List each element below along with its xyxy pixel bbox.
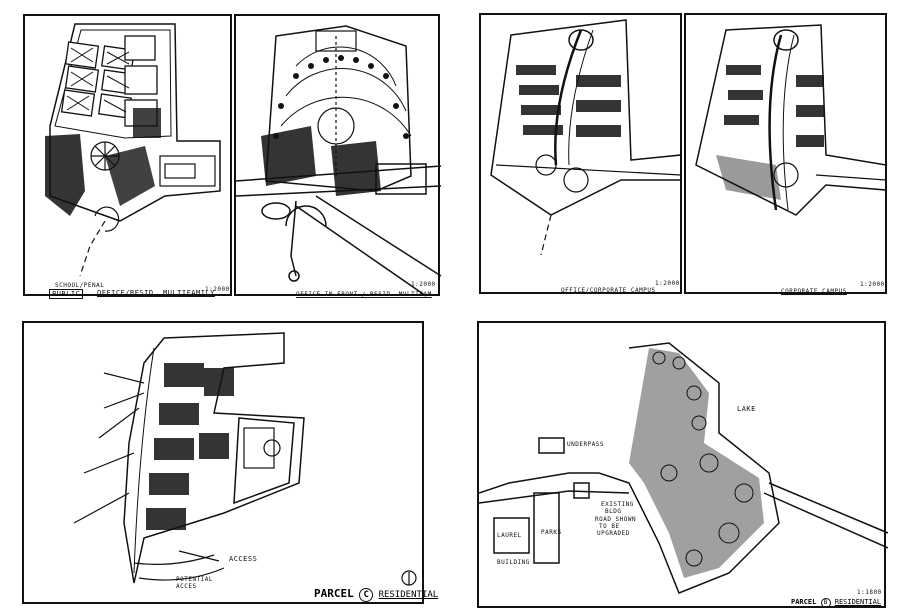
parcel-b-existing-bldg-2: BLDG [605, 508, 622, 515]
school-title-line2: PUBLIC [49, 289, 84, 299]
sheet-parcel-b: LAKE UNDERPASS LAUREL BUILDING PARKS EXI… [477, 321, 888, 608]
site-plan-sketch-parcel-b [479, 342, 888, 594]
school-title-line3: OFFICE/RESID. MULTIFAMILY [97, 289, 215, 297]
parcel-b-road-note-3: UPGRADED [597, 530, 630, 537]
sheet-school: SCHOOL/PENAL PUBLIC OFFICE/RESID. MULTIF… [23, 14, 232, 299]
parcel-c-title-block: PARCEL C RESIDENTIAL [314, 587, 438, 602]
school-title-line1: SCHOOL/PENAL [55, 282, 105, 289]
parcel-b-title-suffix: RESIDENTIAL [834, 598, 882, 606]
parcel-b-lake: LAKE [737, 405, 756, 413]
parcel-b-laurel: LAUREL [497, 532, 522, 539]
corporate-title: CORPORATE CAMPUS [781, 288, 847, 295]
sheet-corporate: CORPORATE CAMPUS 1:2000 [684, 13, 887, 295]
office-resid-title: OFFICE IN FRONT / RESID. MULTIFAM [296, 291, 432, 298]
parcel-b-road-note-1: ROAD SHOWN [595, 516, 637, 523]
site-plan-sketch-school [45, 23, 221, 277]
parcel-b-title-block: PARCEL B RESIDENTIAL [791, 598, 881, 608]
site-plan-sketch-office-corporate [490, 19, 682, 256]
parcel-c-title-letter: C [359, 588, 374, 602]
parcel-c-potential-access-2: ACCES [176, 583, 197, 590]
parcel-c-potential-access-1: POTENTIAL [176, 576, 214, 583]
parcel-b-underpass: UNDERPASS [567, 441, 605, 448]
parcel-b-building: BUILDING [497, 559, 530, 566]
corporate-scale: 1:2000 [860, 281, 885, 288]
sheet-parcel-c: ACCESS POTENTIAL ACCES PARCEL C RESIDENT… [22, 321, 438, 604]
site-plan-sketch-parcel-c [73, 332, 417, 586]
office-corporate-title: OFFICE/CORPORATE CAMPUS [561, 287, 656, 294]
parcel-b-title: PARCEL [791, 598, 817, 606]
office-corporate-scale: 1:2000 [655, 280, 680, 287]
parcel-b-scale: 1:1800 [857, 589, 882, 596]
parcel-c-access: ACCESS [229, 555, 258, 563]
sheet-office-resid: OFFICE IN FRONT / RESID. MULTIFAM 1:2000 [234, 14, 442, 298]
site-plan-sketch-corporate [695, 24, 887, 216]
parcel-b-parks: PARKS [541, 529, 562, 536]
parcel-b-existing-bldg-1: EXISTING [601, 501, 634, 508]
sheet-office-corporate: OFFICE/CORPORATE CAMPUS 1:2000 [479, 13, 682, 294]
parcel-b-title-letter: B [820, 598, 831, 608]
parcel-b-road-note-2: TO BE [599, 523, 620, 530]
school-scale: 1:2000 [205, 286, 230, 293]
parcel-c-title-suffix: RESIDENTIAL [378, 590, 439, 600]
site-plan-sketch-office-resid [236, 25, 442, 297]
office-resid-scale: 1:2000 [411, 281, 436, 288]
parcel-c-title: PARCEL [314, 587, 354, 600]
